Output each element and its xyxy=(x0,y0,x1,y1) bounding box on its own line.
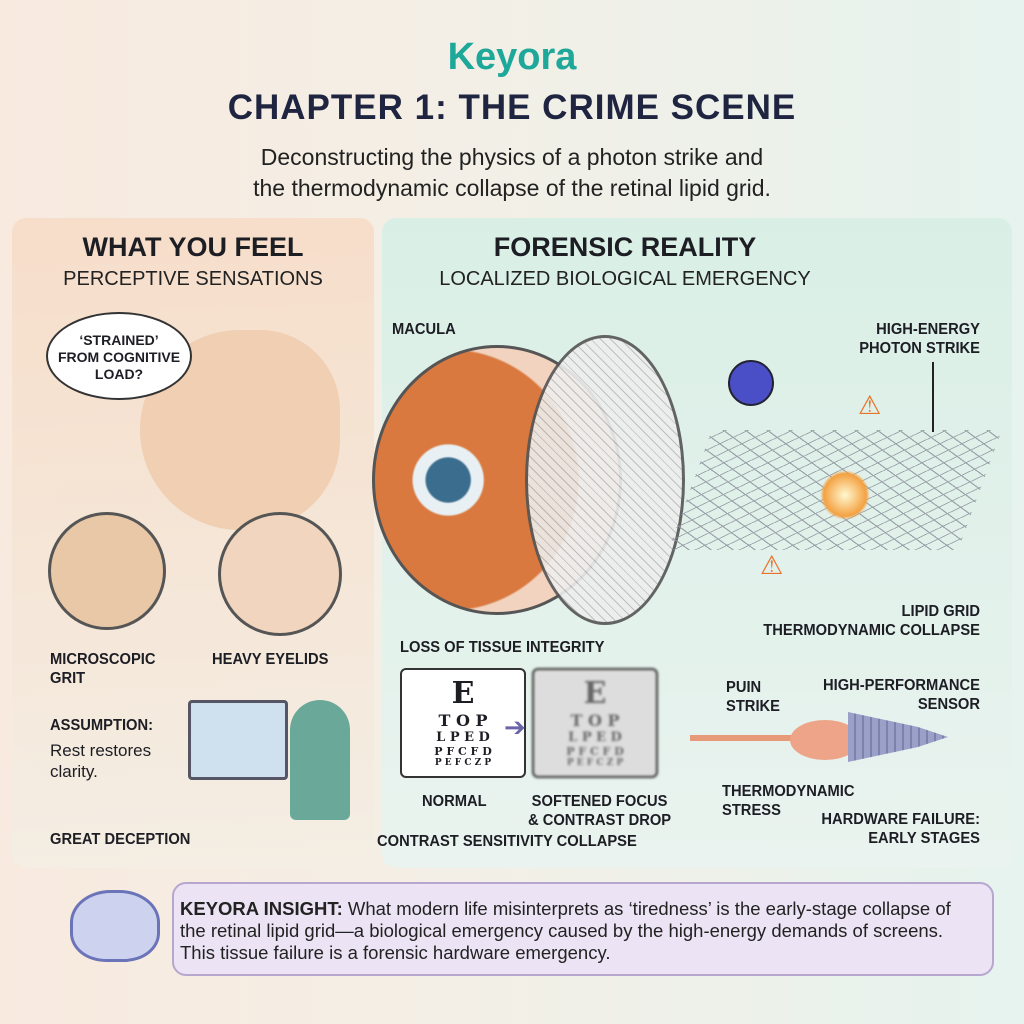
computer-monitor-illustration xyxy=(188,700,288,780)
hardware-failure-label: HARDWARE FAILURE:EARLY STAGES xyxy=(821,811,980,847)
photon-leader-line xyxy=(932,362,934,432)
page-title: CHAPTER 1: THE CRIME SCENE xyxy=(227,88,797,127)
left-heading: WHAT YOU FEEL xyxy=(82,232,304,262)
loss-of-integrity-label: LOSS OF TISSUE INTEGRITY xyxy=(400,639,605,656)
keyora-logo: Keyora xyxy=(447,36,577,78)
person-at-desk-illustration xyxy=(290,700,350,820)
warning-icon: ⚠ xyxy=(858,390,882,420)
deception-label: GREAT DECEPTION xyxy=(50,831,191,848)
assumption-label: ASSUMPTION: xyxy=(50,717,154,734)
softened-label: SOFTENED FOCUS& CONTRAST DROP xyxy=(528,793,672,829)
page-subtitle: Deconstructing the physics of a photon s… xyxy=(253,144,771,201)
warning-icon: ⚠ xyxy=(760,550,784,580)
normal-label: NORMAL xyxy=(422,793,487,810)
brain-icon xyxy=(70,890,160,962)
insight-box xyxy=(172,882,994,976)
right-heading: FORENSIC REALITY xyxy=(493,232,757,262)
impact-burst-icon xyxy=(820,470,870,520)
arrow-right-icon: ➔ xyxy=(504,712,526,742)
macula-label: MACULA xyxy=(392,321,456,338)
contrast-collapse-label: CONTRAST SENSITIVITY COLLAPSE xyxy=(377,833,637,850)
eyelids-label: HEAVY EYELIDS xyxy=(212,651,329,668)
photon-icon xyxy=(728,360,774,406)
insight-text: KEYORA INSIGHT: What modern life misinte… xyxy=(180,898,951,963)
right-subheading: LOCALIZED BIOLOGICAL EMERGENCY xyxy=(439,268,811,290)
axon-illustration xyxy=(690,735,800,741)
left-subheading: PERCEPTIVE SENSATIONS xyxy=(63,268,323,290)
lipid-grid-lens-illustration xyxy=(525,335,685,625)
eyelid-magnifier xyxy=(218,512,342,636)
grit-magnifier xyxy=(48,512,166,630)
